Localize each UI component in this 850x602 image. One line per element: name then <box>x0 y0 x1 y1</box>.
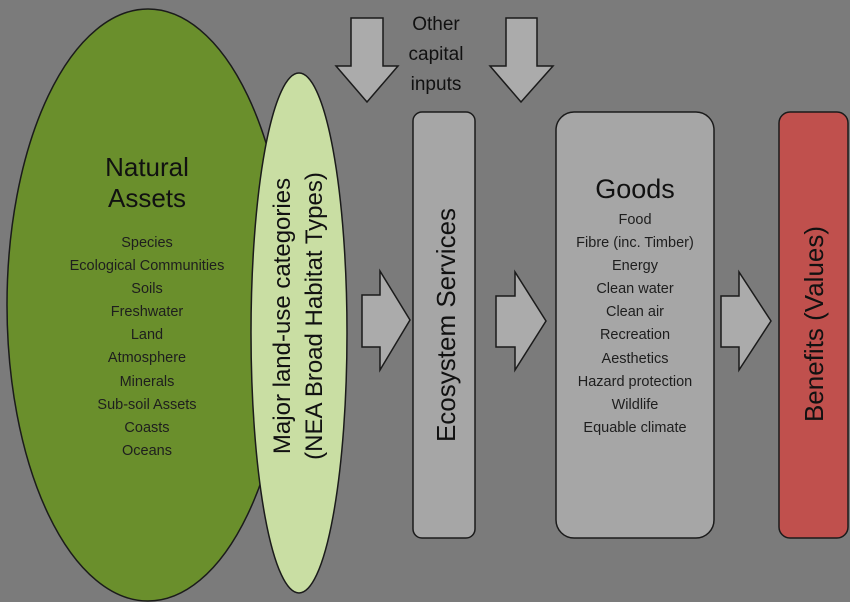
list-item: Clean air <box>605 304 665 321</box>
down-arrow-left <box>334 17 400 104</box>
down-arrow-right <box>488 17 555 104</box>
other-capital-inputs-label: Other capital inputs <box>396 10 476 100</box>
natural-assets-title-line-2: Assets <box>107 183 187 213</box>
land-use-ellipse <box>250 72 348 594</box>
right-arrow-3 <box>720 269 772 373</box>
land-use-label: Major land-use categories (NEA Broad Hab… <box>267 172 331 460</box>
list-item: Atmosphere <box>107 350 187 367</box>
natural-assets-title: Natural Assets <box>62 152 232 214</box>
list-item: Fibre (inc. Timber) <box>576 235 694 252</box>
natural-assets-title-line-1: Natural <box>105 152 189 182</box>
list-item: Energy <box>612 258 658 275</box>
list-item: Recreation <box>599 327 671 344</box>
land-use-label-line-1: Major land-use categories <box>269 177 296 455</box>
list-item: Equable climate <box>583 419 687 436</box>
goods-box <box>555 111 715 539</box>
list-item: Coasts <box>124 419 170 436</box>
goods-list: Food Fibre (inc. Timber) Energy Clean wa… <box>556 209 714 440</box>
list-item: Sub-soil Assets <box>97 396 197 413</box>
land-use-label-line-2: (NEA Broad Habitat Types) <box>301 172 328 460</box>
list-item: Land <box>130 327 164 344</box>
natural-assets-list: Species Ecological Communities Soils Fre… <box>42 232 252 463</box>
other-inputs-line-1: Other <box>412 14 460 35</box>
list-item: Soils <box>131 281 163 298</box>
other-inputs-line-3: inputs <box>410 74 462 95</box>
other-inputs-line-2: capital <box>408 44 464 65</box>
list-item: Species <box>121 235 173 251</box>
ecosystem-services-box <box>412 111 476 539</box>
right-arrow-2 <box>495 269 547 373</box>
list-item: Oceans <box>122 442 172 459</box>
benefits-box <box>778 111 849 539</box>
list-item: Hazard protection <box>577 373 693 390</box>
list-item: Ecological Communities <box>69 258 225 275</box>
list-item: Minerals <box>119 373 175 390</box>
list-item: Aesthetics <box>601 350 669 367</box>
ecosystem-services-label: Ecosystem Services <box>431 207 461 443</box>
list-item: Clean water <box>596 281 674 298</box>
list-item: Wildlife <box>611 396 659 413</box>
list-item: Food <box>618 212 652 228</box>
goods-title: Goods <box>595 174 675 204</box>
benefits-label: Benefits (Values) <box>799 225 829 423</box>
right-arrow-1 <box>361 268 411 373</box>
list-item: Freshwater <box>110 304 184 321</box>
